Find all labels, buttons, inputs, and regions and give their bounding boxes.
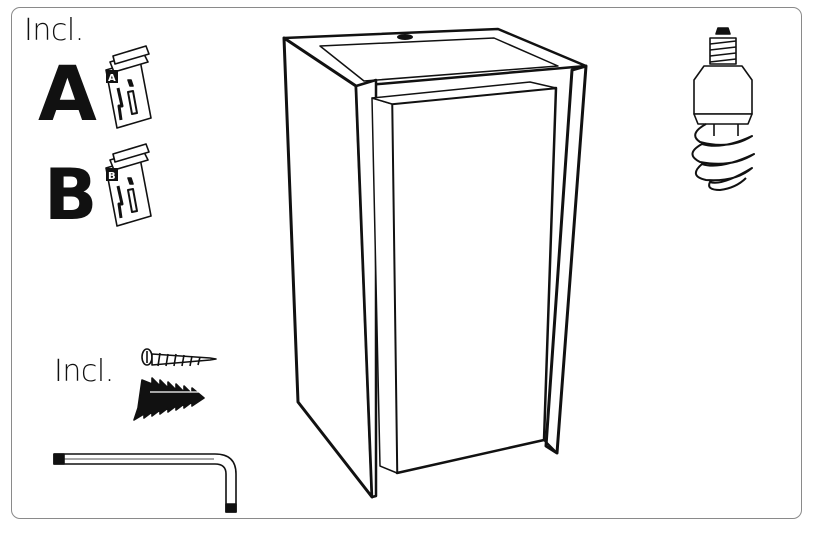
allen-key-icon [53,453,237,513]
lamp-housing-drawing [282,27,588,499]
booklet-b-tag: B [108,171,116,182]
light-bulb-icon [691,27,755,191]
screw-icon [141,348,217,367]
illustration-frame [11,7,802,519]
manual-booklet-a-icon: A [105,45,152,129]
included-label-top: Incl. [24,13,84,48]
booklet-a-tag: A [108,73,116,84]
included-label-middle: Incl. [54,354,114,389]
manual-a-letter: A [38,49,97,138]
wall-plug-icon [133,377,210,421]
manual-booklet-b-icon: B [105,143,152,227]
manual-b-letter: B [44,154,98,236]
